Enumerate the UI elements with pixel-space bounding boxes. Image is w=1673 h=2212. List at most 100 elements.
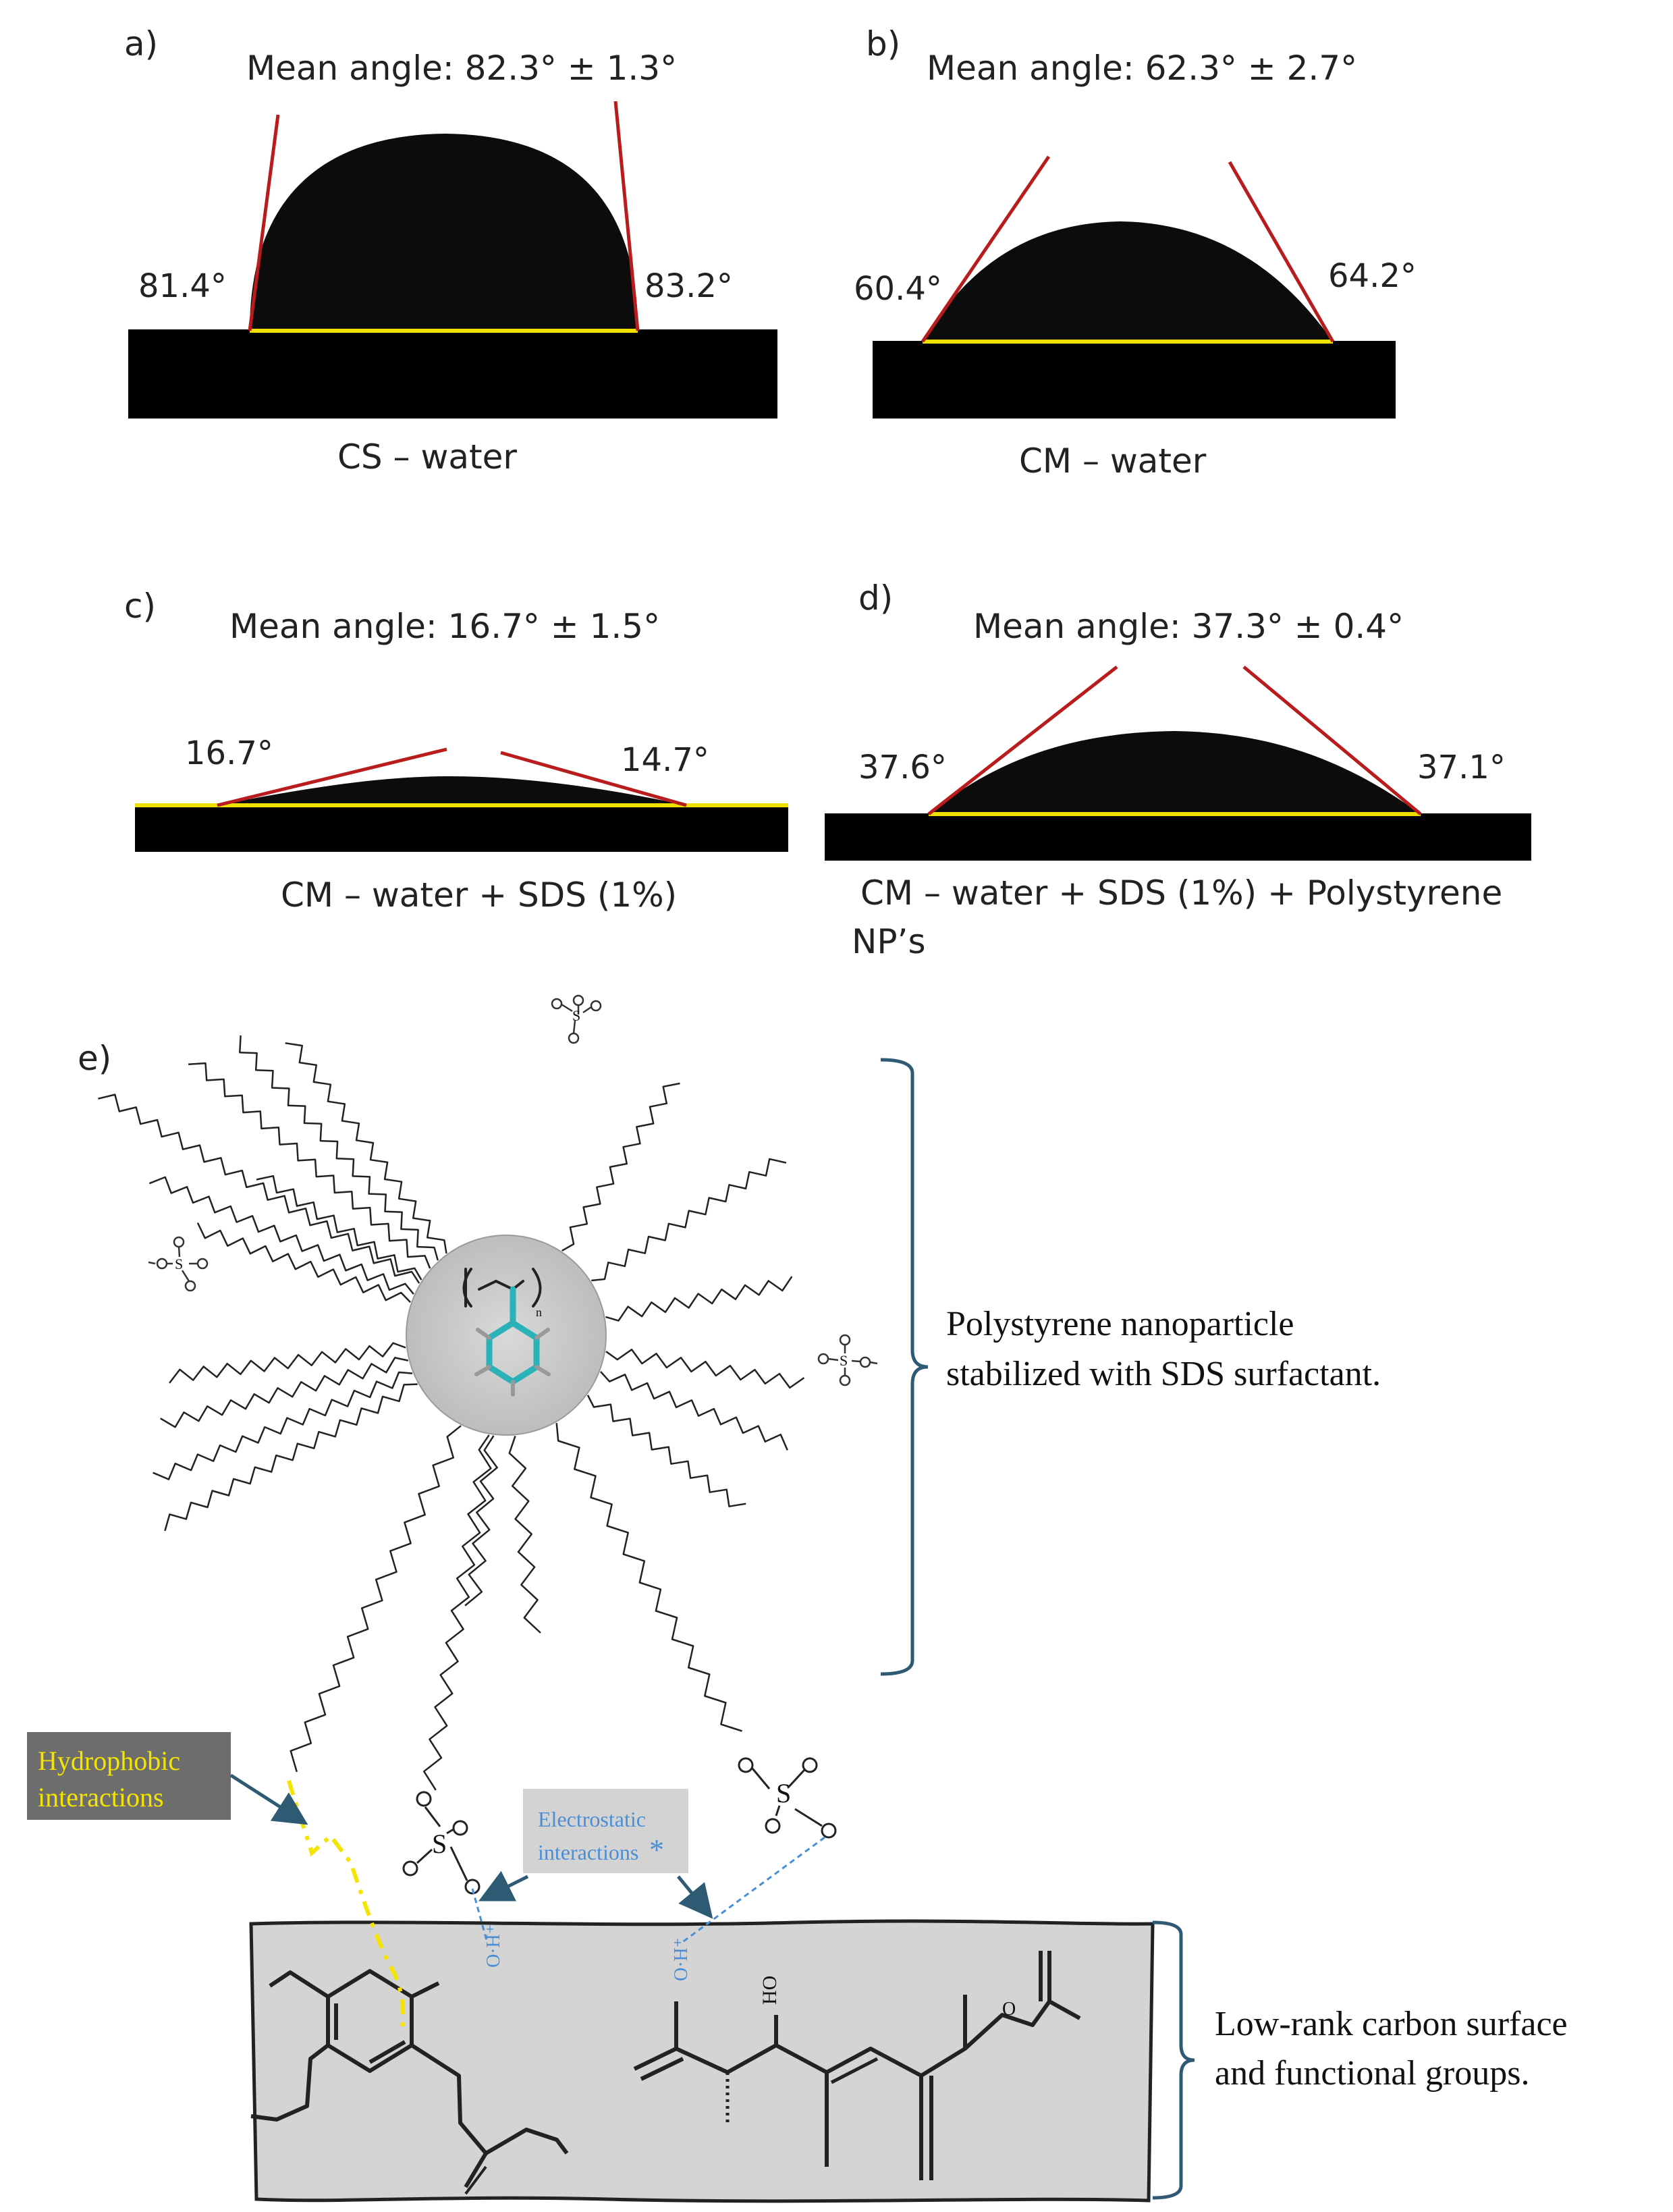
nanoparticle-label-line1: Polystyrene nanoparticle <box>946 1305 1294 1343</box>
panel-a-droplet <box>250 134 638 331</box>
panel-d-mean-angle: Mean angle: 37.3° ± 0.4° <box>973 607 1404 646</box>
hydroxyl-label: HO <box>759 1976 781 2005</box>
nanoparticle-bracket <box>880 1058 929 1676</box>
surfactant-tails <box>98 1035 805 1791</box>
surface-label-line1: Low-rank carbon surface <box>1215 2005 1568 2043</box>
tail-right-3 <box>600 1371 788 1451</box>
panel-a-mean-angle: Mean angle: 82.3° ± 1.3° <box>246 49 677 88</box>
panel-b-letter: b) <box>866 24 900 63</box>
sulfate-head-right <box>817 1334 878 1386</box>
tail-right-4 <box>586 1395 746 1507</box>
proton-label-right: O·H⁺ <box>671 1937 692 1981</box>
electrostatic-arrow-right <box>677 1875 713 1919</box>
tail-upper-left <box>256 1175 422 1280</box>
lipid-structure-right <box>633 1951 1081 2180</box>
hydrophobic-label-line1: Hydrophobic <box>38 1746 180 1776</box>
nanoparticle-label-line2: stabilized with SDS surfactant. <box>946 1355 1381 1393</box>
panel-c-right-angle: 14.7° <box>621 741 709 779</box>
panel-d-right-angle: 37.1° <box>1417 749 1506 786</box>
panel-a: a) Mean angle: 82.3° ± 1.3° 81.4° 83.2° … <box>124 24 777 477</box>
tail-long-1 <box>290 1425 462 1773</box>
hydrophobic-interaction-line <box>287 1780 406 2032</box>
tail-top-4 <box>285 1042 447 1254</box>
panel-c-right-tangent <box>500 751 687 807</box>
panel-d-left-tangent <box>927 666 1118 815</box>
sulfate-head-top <box>551 994 602 1044</box>
surface-bracket <box>1152 1920 1195 2200</box>
panel-c-caption: CM – water + SDS (1%) <box>281 875 677 915</box>
electrostatic-line-right <box>681 1836 825 1944</box>
panel-c-mean-angle: Mean angle: 16.7° ± 1.5° <box>229 607 660 646</box>
electrostatic-label-box <box>523 1789 688 1873</box>
tail-left-2 <box>148 1176 414 1295</box>
tail-left-4 <box>160 1357 409 1428</box>
panel-b: b) Mean angle: 62.3° ± 2.7° 60.4° 64.2° … <box>854 24 1417 481</box>
tail-long-5 <box>464 1435 498 1607</box>
panel-b-mean-angle: Mean angle: 62.3° ± 2.7° <box>927 49 1357 88</box>
panel-b-droplet <box>923 221 1333 342</box>
electrostatic-asterisk: * <box>649 1833 664 1866</box>
panel-d-letter: d) <box>858 578 893 618</box>
tail-left-1 <box>196 1222 411 1303</box>
panel-a-letter: a) <box>124 24 158 63</box>
sulfur-bottom-left: S <box>432 1829 447 1859</box>
sulfur-right: S <box>840 1352 848 1369</box>
sulfate-head-left <box>148 1236 209 1292</box>
tail-right-2 <box>605 1349 805 1389</box>
tail-long-3 <box>508 1435 541 1634</box>
polystyrene-monomer <box>462 1268 551 1397</box>
electrostatic-label-line1: Electrostatic <box>538 1807 646 1831</box>
tail-top-3 <box>239 1035 439 1261</box>
polymer-subscript: n <box>536 1305 542 1319</box>
sulfur-top: S <box>572 1007 580 1024</box>
tail-left-3 <box>169 1342 406 1384</box>
sulfate-head-bottom-right <box>738 1757 837 1839</box>
sulfur-left: S <box>175 1256 183 1272</box>
panel-e: e) n S S S <box>27 994 1568 2203</box>
panel-e-letter: e) <box>78 1039 111 1078</box>
ether-oxygen: O <box>1002 1999 1016 2020</box>
panel-d-caption-line2: NP’s <box>852 922 926 961</box>
panel-b-left-tangent <box>921 155 1051 343</box>
panel-d-left-angle: 37.6° <box>858 749 947 786</box>
panel-c-droplet <box>217 776 686 805</box>
panel-b-caption: CM – water <box>1019 441 1207 481</box>
tail-top-2 <box>188 1062 431 1269</box>
hydrophobic-label-line2: interactions <box>38 1782 164 1812</box>
tail-long-2 <box>422 1434 492 1791</box>
tail-lower-left-1 <box>164 1383 418 1532</box>
panel-a-left-tangent <box>248 114 280 331</box>
lignin-structure-left <box>250 1969 569 2195</box>
panel-b-right-tangent <box>1228 161 1335 343</box>
panel-a-right-angle: 83.2° <box>644 267 733 305</box>
panel-c-left-angle: 16.7° <box>185 734 273 772</box>
sulfur-bottom-right: S <box>776 1778 791 1808</box>
panel-d: d) Mean angle: 37.3° ± 0.4° 37.6° 37.1° … <box>825 578 1531 961</box>
tail-long-4 <box>555 1422 742 1732</box>
panel-a-right-tangent <box>613 101 640 331</box>
electrostatic-label-line2: interactions <box>538 1840 638 1864</box>
panel-d-droplet <box>929 731 1421 814</box>
panel-c-substrate <box>135 805 788 852</box>
panel-a-substrate <box>128 329 777 419</box>
panel-c-left-tangent <box>217 747 447 807</box>
proton-label-left: O·H⁺ <box>483 1924 504 1968</box>
panel-d-substrate <box>825 813 1531 861</box>
panel-b-left-angle: 60.4° <box>854 270 942 308</box>
panel-d-caption-line1: CM – water + SDS (1%) + Polystyrene <box>860 873 1502 913</box>
panel-c: c) Mean angle: 16.7° ± 1.5° 16.7° 14.7° … <box>124 587 788 915</box>
panel-b-right-angle: 64.2° <box>1328 257 1417 295</box>
surface-label-line2: and functional groups. <box>1215 2054 1529 2093</box>
hydrophobic-arrow <box>229 1773 308 1825</box>
panel-a-left-angle: 81.4° <box>138 267 227 305</box>
panel-d-right-tangent <box>1242 666 1422 815</box>
tail-top-5 <box>561 1082 680 1251</box>
nanoparticle-core <box>406 1235 607 1436</box>
panel-b-substrate <box>873 341 1396 419</box>
tail-lower-left-2 <box>153 1371 413 1480</box>
tail-right-1 <box>605 1276 793 1322</box>
tail-top-1 <box>98 1094 420 1284</box>
electrostatic-arrow-left <box>478 1870 529 1901</box>
tail-top-6 <box>591 1158 787 1282</box>
